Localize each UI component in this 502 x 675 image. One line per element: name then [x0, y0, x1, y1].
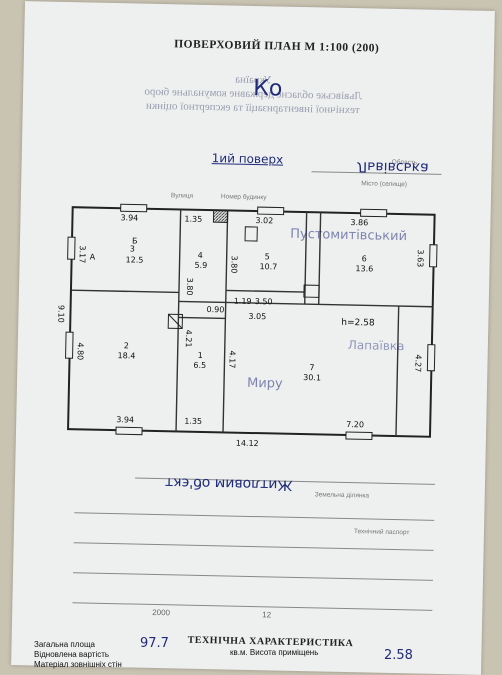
unit-label: кв.м. Висота приміщень — [230, 648, 319, 657]
chimney-hatch — [212, 209, 229, 223]
document-sheet: ПОВЕРХОВИЙ ПЛАН М 1:100 (200) Україна Ль… — [11, 1, 495, 675]
dim-left-lower: 4.80 — [75, 342, 84, 360]
floor-note: 1ий поверх — [211, 151, 284, 167]
dim-right-upper: 3.63 — [416, 249, 425, 267]
dim-mid-h2: 3.50 — [255, 297, 273, 306]
dim-top-left: 3.94 — [120, 213, 138, 222]
room-2-area: 18.4 — [118, 351, 136, 360]
room-4-num: 4 — [198, 251, 203, 260]
dim-left-total: 9.10 — [56, 305, 65, 323]
dim-height: h=2.58 — [341, 318, 375, 329]
total-area-label: Загальна площа — [34, 640, 95, 649]
dim-top-small: 1.35 — [184, 215, 202, 224]
floor-plan: 3.94 1.35 3.02 3.86 9.10 3.17 4.80 3.80 … — [56, 203, 438, 448]
stove-icon — [168, 313, 183, 329]
room-5-num: 5 — [265, 252, 270, 261]
inner-wall — [304, 212, 308, 305]
dim-bottom-right: 7.20 — [346, 420, 364, 429]
room-7-num: 7 — [309, 363, 314, 372]
inner-wall — [175, 209, 182, 432]
dim-left-upper: 3.17 — [78, 245, 87, 263]
page-number-1: 12 — [262, 610, 272, 620]
inner-wall — [70, 289, 179, 294]
room-5-area: 10.7 — [259, 262, 277, 271]
dim-inner-v2: 4.17 — [227, 350, 236, 368]
form-line — [73, 572, 433, 581]
window — [67, 236, 76, 260]
hand-street: Миру — [246, 375, 283, 392]
hand-object: Житловим об'єкт — [164, 474, 293, 493]
restored-cost-label: Відновлена вартість — [34, 650, 110, 659]
dim-mid-small: 0.90 — [206, 305, 224, 314]
dim-inner-v: 4.21 — [184, 330, 193, 348]
stove-icon — [303, 284, 320, 298]
room-letter-b: Б — [132, 236, 138, 245]
form-line — [72, 602, 433, 611]
inner-wall — [222, 210, 229, 433]
dim-top-mid: 3.02 — [255, 216, 273, 225]
room-1-num: 1 — [198, 351, 203, 360]
window — [345, 431, 373, 441]
window — [429, 244, 438, 268]
stove-icon — [244, 226, 258, 242]
form-line — [74, 512, 435, 521]
dim-right-lower: 4.27 — [413, 354, 422, 372]
room-7-area: 30.1 — [303, 373, 321, 382]
stove-icon — [167, 313, 183, 330]
inner-wall — [225, 289, 305, 293]
hand-city: Пустомитівський — [290, 226, 408, 245]
window — [120, 203, 148, 213]
dim-mid-h: 1.19 — [234, 297, 252, 306]
room-letter-a: А — [90, 253, 96, 262]
room-3-num: 3 — [130, 244, 135, 253]
form-label-city: Місто (селище) — [361, 180, 408, 189]
room-6-area: 13.6 — [355, 264, 373, 273]
dim-top-right: 3.86 — [350, 218, 368, 227]
dim-bottom-left: 3.94 — [116, 415, 134, 424]
window — [65, 331, 74, 359]
outer-wall — [67, 206, 436, 438]
dim-bottom-small: 1.35 — [184, 417, 202, 426]
hand-village: Лапаївка — [347, 337, 405, 354]
dim-total-width: 14.12 — [236, 439, 259, 448]
hand-oblast: Львівська — [356, 158, 429, 176]
height-value: 2.58 — [384, 648, 413, 663]
dim-mid-v1: 3.80 — [185, 278, 194, 296]
form-label-land: Земельна ділянка — [314, 491, 370, 500]
signature: Ко — [252, 75, 283, 102]
plan-title: ПОВЕРХОВИЙ ПЛАН М 1:100 (200) — [174, 38, 380, 55]
window — [360, 208, 388, 218]
room-1-area: 6.5 — [193, 361, 206, 370]
room-6-num: 6 — [362, 254, 367, 263]
total-area-value: 97.7 — [140, 636, 169, 651]
window — [115, 426, 143, 436]
inner-wall — [395, 306, 400, 437]
characteristics-heading: ТЕХНІЧНА ХАРАКТЕРИСТИКА — [187, 634, 354, 650]
window — [257, 206, 285, 216]
inner-wall — [178, 300, 433, 308]
inner-wall — [178, 316, 226, 320]
room-3-area: 12.5 — [126, 255, 144, 264]
dim-mid-v2: 3.80 — [229, 255, 238, 273]
dim-mid-bottom: 3.05 — [248, 312, 266, 321]
window — [426, 344, 436, 372]
page-number-2: 2000 — [152, 607, 171, 618]
room-2-num: 2 — [124, 341, 129, 350]
room-4-area: 5.9 — [194, 261, 207, 270]
walls-material-label: Матеріал зовнішніх стін — [34, 660, 122, 669]
form-line — [73, 542, 434, 551]
form-label-passport: Технічний паспорт — [353, 528, 410, 537]
